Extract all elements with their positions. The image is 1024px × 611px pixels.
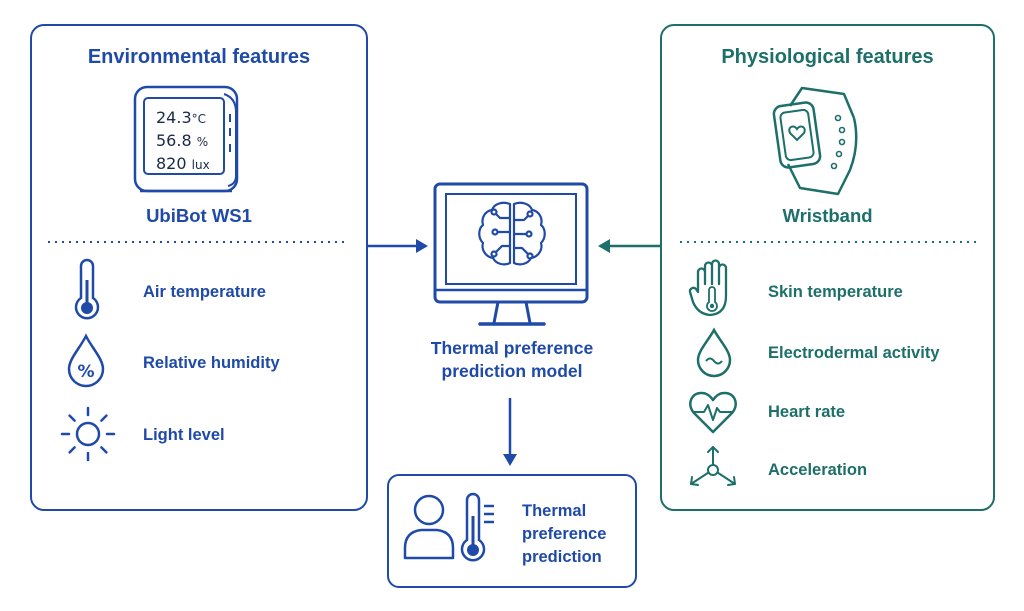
arrow-phys-to-model: [598, 239, 660, 253]
feature-acceleration: Acceleration: [768, 461, 868, 479]
humidity-drop-icon: %: [67, 333, 105, 388]
hand-thermometer-icon: [688, 259, 728, 317]
sweat-drop-icon: [696, 327, 732, 378]
feature-air-temperature: Air temperature: [143, 283, 266, 301]
wristband-label: Wristband: [782, 205, 873, 226]
output-label-line2: preference: [522, 525, 607, 543]
feature-relative-humidity: Relative humidity: [143, 354, 280, 372]
model-label-line1: Thermal preference: [430, 338, 594, 358]
device-screen-readings: 24.3°C 56.8 % 820 lux: [156, 107, 210, 176]
thermometer-icon: [74, 258, 100, 320]
arrow-env-to-model: [368, 239, 428, 253]
phys-divider: [680, 241, 978, 243]
model-label-line2: prediction model: [441, 361, 583, 381]
model-monitor-icon: [433, 182, 589, 326]
model-label: Thermal preference prediction model: [402, 337, 622, 383]
arrow-model-to-output: [503, 398, 517, 466]
feature-electrodermal-activity: Electrodermal activity: [768, 344, 940, 362]
screen-light: 820 lux: [156, 154, 210, 173]
environmental-features-panel: [30, 24, 368, 511]
output-thermometer-icon: [460, 492, 494, 562]
physiological-features-title: Physiological features: [721, 46, 934, 68]
screen-humidity: 56.8 %: [156, 131, 209, 150]
environmental-features-title: Environmental features: [87, 46, 311, 68]
wristband-icon: [772, 86, 858, 196]
svg-text:%: %: [77, 362, 94, 382]
sun-icon: [60, 406, 116, 462]
output-label-line1: Thermal: [522, 502, 587, 520]
env-divider: [48, 241, 348, 243]
person-icon: [403, 494, 455, 560]
heart-pulse-icon: [689, 391, 737, 434]
acceleration-axes-icon: [690, 446, 736, 486]
output-box: [387, 474, 637, 588]
output-label: Thermal preference prediction: [522, 500, 606, 569]
output-label-line3: prediction: [522, 548, 602, 566]
ubibot-device-label: UbiBot WS1: [146, 205, 252, 226]
brain-icon: [478, 201, 546, 266]
feature-heart-rate: Heart rate: [768, 403, 846, 421]
screen-temperature: 24.3°C: [156, 108, 207, 127]
feature-skin-temperature: Skin temperature: [768, 283, 903, 301]
feature-light-level: Light level: [143, 426, 225, 444]
physiological-features-panel: [660, 24, 995, 511]
ubibot-device-icon: [133, 85, 239, 193]
